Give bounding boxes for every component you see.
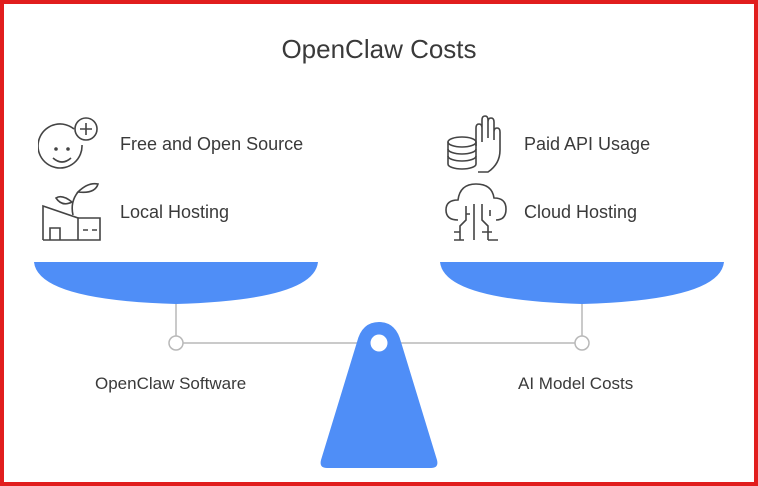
right-item-label: Cloud Hosting: [524, 202, 638, 222]
left-item-label: Local Hosting: [120, 202, 230, 222]
diagram-title: OpenClaw Costs: [281, 34, 477, 64]
fulcrum-stand: [320, 322, 438, 468]
right-side-label: AI Model Costs: [518, 374, 634, 393]
left-pan: [34, 262, 318, 304]
right-pan: [440, 262, 724, 304]
coins-hand-icon: [447, 115, 501, 173]
left-pivot: [168, 335, 184, 351]
right-item-label: Paid API Usage: [524, 134, 651, 154]
left-side-label: OpenClaw Software: [95, 374, 247, 393]
right-pivot: [574, 335, 590, 351]
fulcrum-hole: [370, 334, 388, 352]
cloud-circuit-icon: [445, 183, 507, 241]
smiley-plus-icon: [38, 117, 98, 169]
left-item-label: Free and Open Source: [120, 134, 304, 154]
house-plant-icon: [42, 182, 101, 241]
